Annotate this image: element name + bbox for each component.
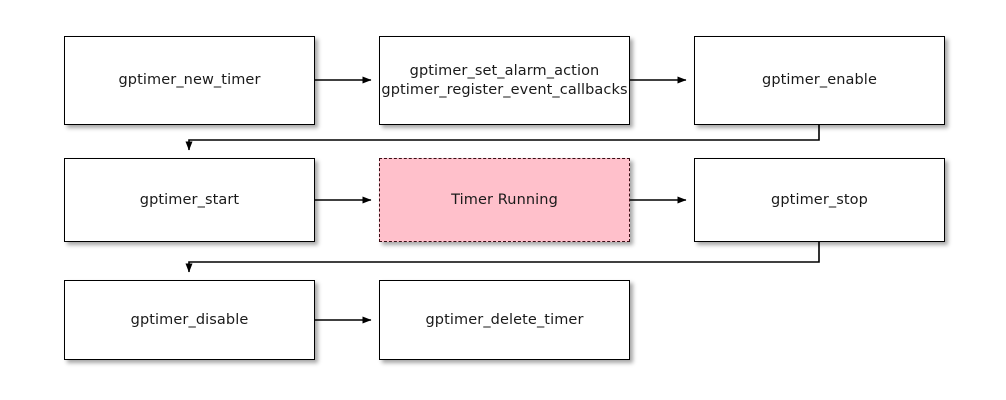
node-gptimer-stop[interactable]: gptimer_stop bbox=[694, 158, 945, 242]
node-gptimer-enable[interactable]: gptimer_enable bbox=[694, 36, 945, 125]
node-timer-running-label: Timer Running bbox=[451, 191, 558, 208]
node-gptimer-new-timer-label: gptimer_new_timer bbox=[118, 72, 261, 88]
node-gptimer-stop-label: gptimer_stop bbox=[771, 191, 868, 208]
node-gptimer-start[interactable]: gptimer_start bbox=[64, 158, 315, 242]
node-gptimer-set-alarm-action[interactable]: gptimer_set_alarm_action gptimer_registe… bbox=[379, 36, 630, 125]
node-gptimer-disable-label: gptimer_disable bbox=[130, 311, 249, 328]
node-gptimer-disable[interactable]: gptimer_disable bbox=[64, 280, 315, 360]
edge-enable-to-start bbox=[185, 125, 820, 151]
node-gptimer-set-alarm-action-label: gptimer_set_alarm_action gptimer_registe… bbox=[381, 62, 628, 98]
node-gptimer-enable-label: gptimer_enable bbox=[762, 72, 877, 88]
node-gptimer-new-timer[interactable]: gptimer_new_timer bbox=[64, 36, 315, 125]
node-timer-running[interactable]: Timer Running bbox=[379, 158, 630, 242]
node-gptimer-start-label: gptimer_start bbox=[139, 191, 240, 208]
edge-stop-to-disable bbox=[185, 242, 820, 273]
node-gptimer-delete-timer-label: gptimer_delete_timer bbox=[425, 311, 584, 328]
node-gptimer-delete-timer[interactable]: gptimer_delete_timer bbox=[379, 280, 630, 360]
